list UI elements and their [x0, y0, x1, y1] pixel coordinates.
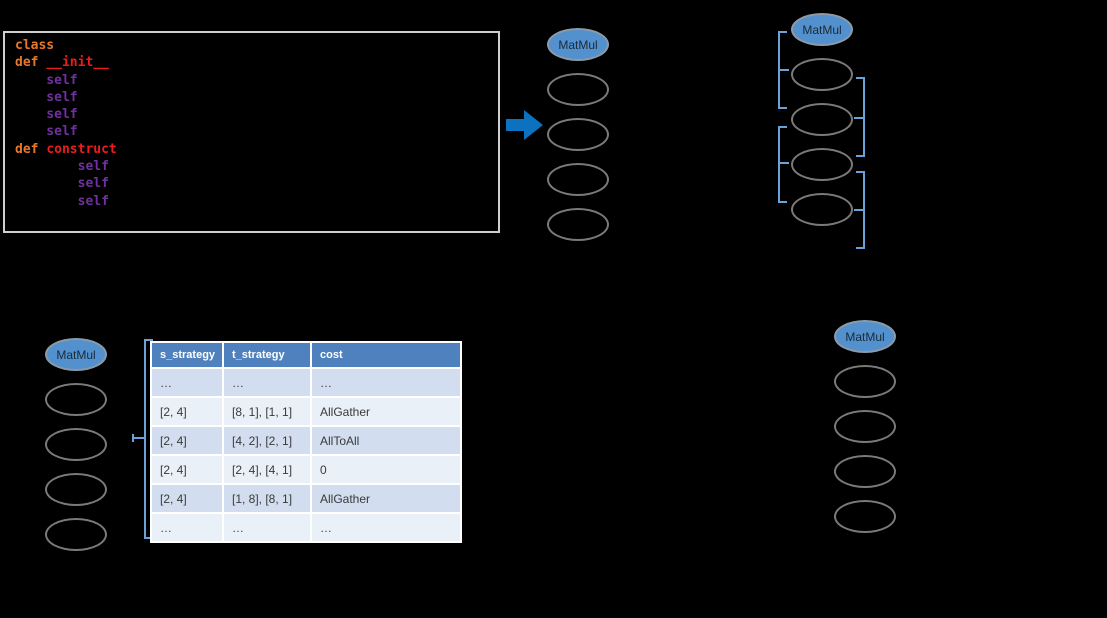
code-token: self [15, 72, 78, 88]
grouping-bracket [854, 171, 865, 249]
code-line: self [15, 89, 498, 106]
table-cell: [2, 4] [150, 454, 224, 485]
strategy-ellipse [834, 455, 896, 488]
code-line: def construct [15, 141, 498, 158]
strategy-ellipse [791, 58, 853, 91]
grouping-bracket [854, 77, 865, 157]
table-cell: … [150, 367, 224, 398]
table-cell: AllToAll [310, 425, 462, 456]
code-line: self [15, 158, 498, 175]
strategy-ellipse [791, 148, 853, 181]
table-cell: [2, 4] [150, 425, 224, 456]
table-cell: … [222, 367, 312, 398]
table-row: [2, 4][2, 4], [4, 1]0 [150, 454, 462, 485]
table-row: [2, 4][8, 1], [1, 1]AllGather [150, 396, 462, 427]
code-token: self [15, 176, 109, 192]
strategy-ellipse [547, 208, 609, 241]
table-cell: [4, 2], [2, 1] [222, 425, 312, 456]
strategy-ellipse [791, 193, 853, 226]
strategy-ellipse [547, 163, 609, 196]
table-cell: [2, 4] [150, 483, 224, 514]
code-line: def __init__ [15, 54, 498, 71]
strategy-ellipse [45, 428, 107, 461]
code-token: __init__ [46, 55, 109, 71]
grouping-bracket [778, 31, 789, 109]
code-line: class [15, 37, 498, 54]
column-header: cost [310, 341, 462, 369]
matmul-node: MatMul [791, 13, 853, 46]
code-token: def [15, 55, 47, 71]
table-grouping-bracket [132, 339, 153, 539]
matmul-node: MatMul [45, 338, 107, 371]
strategy-chain-top-right: MatMul [791, 13, 853, 226]
code-token: self [15, 89, 78, 105]
strategy-ellipse [547, 118, 609, 151]
strategy-ellipse [834, 410, 896, 443]
strategy-ellipse [834, 500, 896, 533]
column-header: t_strategy [222, 341, 312, 369]
code-token: self [15, 107, 78, 123]
table-row: ……… [150, 367, 462, 398]
table-row: [2, 4][1, 8], [8, 1]AllGather [150, 483, 462, 514]
table-cell: 0 [310, 454, 462, 485]
code-token: self [15, 193, 109, 209]
code-token: self [15, 159, 109, 175]
table-cell: … [150, 512, 224, 543]
strategy-chain-bottom-right: MatMul [834, 320, 896, 533]
grouping-bracket [778, 126, 789, 203]
strategy-ellipse [45, 383, 107, 416]
strategy-ellipse [45, 518, 107, 551]
code-line: self [15, 72, 498, 89]
table-cell: AllGather [310, 396, 462, 427]
code-token: construct [46, 141, 117, 157]
code-line: self [15, 193, 498, 210]
strategy-chain-bottom-left: MatMul [45, 338, 107, 551]
strategy-ellipse [547, 73, 609, 106]
strategy-ellipse [45, 473, 107, 506]
table-cell: [8, 1], [1, 1] [222, 396, 312, 427]
column-header: s_strategy [150, 341, 224, 369]
table-cell: … [222, 512, 312, 543]
table-cell: [1, 8], [8, 1] [222, 483, 312, 514]
code-token: class [15, 38, 55, 53]
table-row: [2, 4][4, 2], [2, 1]AllToAll [150, 425, 462, 456]
table-cell: [2, 4] [150, 396, 224, 427]
strategy-ellipse [791, 103, 853, 136]
matmul-node: MatMul [834, 320, 896, 353]
code-token: self [15, 124, 78, 140]
code-line: self [15, 106, 498, 123]
code-line: self [15, 175, 498, 192]
matmul-node: MatMul [547, 28, 609, 61]
table-cell: AllGather [310, 483, 462, 514]
table-row: ……… [150, 512, 462, 543]
code-line: self [15, 123, 498, 140]
strategy-ellipse [834, 365, 896, 398]
code-token: def [15, 141, 47, 157]
table-cell: [2, 4], [4, 1] [222, 454, 312, 485]
table-cell: … [310, 367, 462, 398]
right-arrow-icon [506, 110, 543, 140]
table-cell: … [310, 512, 462, 543]
strategy-chain-center: MatMul [547, 28, 609, 241]
